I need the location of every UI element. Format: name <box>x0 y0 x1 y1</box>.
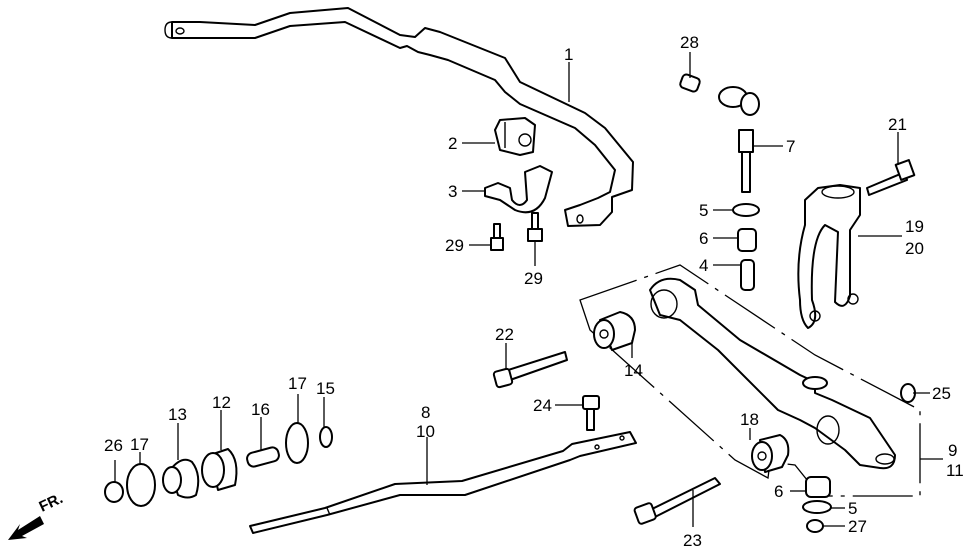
bushing-12[interactable] <box>201 448 238 491</box>
callout-3: 3 <box>448 182 457 201</box>
callout-1: 1 <box>564 45 573 64</box>
callout-13: 13 <box>168 405 187 424</box>
nut-25[interactable] <box>900 383 916 403</box>
collar-4[interactable] <box>740 259 755 291</box>
bushing-13[interactable] <box>162 458 200 499</box>
spacer-16[interactable] <box>246 446 281 468</box>
bushing-14[interactable] <box>593 311 636 351</box>
callout-29-right: 29 <box>524 269 543 288</box>
radius-rod[interactable] <box>249 431 637 534</box>
knuckle[interactable] <box>797 184 861 329</box>
callout-4: 4 <box>699 256 708 275</box>
nut-28[interactable] <box>679 73 701 93</box>
callout-29-left: 29 <box>445 236 464 255</box>
bushing-6-top[interactable] <box>737 228 757 252</box>
callout-15: 15 <box>316 379 335 398</box>
washer-5-bottom[interactable] <box>802 500 832 514</box>
stabilizer-bar[interactable] <box>164 7 634 227</box>
bolt-22[interactable] <box>492 351 568 389</box>
callout-27: 27 <box>848 517 867 536</box>
callout-5-bottom: 5 <box>848 499 857 518</box>
callout-17-front: 17 <box>130 435 149 454</box>
bolt-29-left[interactable] <box>490 223 504 251</box>
washer-5-top[interactable] <box>732 203 760 217</box>
lower-arm[interactable] <box>649 277 896 470</box>
callout-5-top: 5 <box>699 201 708 220</box>
callout-19: 19 <box>905 217 924 236</box>
callout-25: 25 <box>932 384 951 403</box>
bolt-21[interactable] <box>866 159 916 196</box>
washer-17-rear[interactable] <box>285 422 309 464</box>
callout-24: 24 <box>533 396 552 415</box>
callout-10: 10 <box>416 422 435 441</box>
callout-21: 21 <box>888 115 907 134</box>
callout-lines <box>114 52 943 527</box>
callout-11: 11 <box>946 461 964 480</box>
bolt-23[interactable] <box>633 477 721 525</box>
callout-6-top: 6 <box>699 229 708 248</box>
callout-16: 16 <box>251 400 270 419</box>
stabilizer-holder[interactable] <box>484 165 553 214</box>
callout-6-bottom: 6 <box>774 482 783 501</box>
callout-7: 7 <box>786 137 795 156</box>
callout-2: 2 <box>448 134 457 153</box>
nut-26[interactable] <box>104 481 124 503</box>
callout-14: 14 <box>624 361 643 380</box>
bolt-24[interactable] <box>582 395 600 431</box>
washer-15[interactable] <box>319 426 333 448</box>
callout-22: 22 <box>495 325 514 344</box>
callout-labels: 1 2 3 4 5 5 6 6 7 8 9 10 11 12 13 14 15 … <box>104 33 964 550</box>
callout-12: 12 <box>212 393 231 412</box>
callout-18: 18 <box>740 410 759 429</box>
bolt-29-right[interactable] <box>527 212 543 242</box>
stabilizer-link[interactable] <box>718 86 760 193</box>
callout-28: 28 <box>680 33 699 52</box>
front-direction-label: FR. <box>37 490 66 516</box>
bushing-18[interactable] <box>751 434 790 473</box>
bushing-6-bottom[interactable] <box>805 476 831 498</box>
nut-27[interactable] <box>806 519 824 533</box>
callout-9: 9 <box>948 441 957 460</box>
washer-17-front[interactable] <box>126 463 156 507</box>
callout-8: 8 <box>421 403 430 422</box>
callout-20: 20 <box>905 239 924 258</box>
front-direction-arrow-icon: FR. <box>8 490 66 540</box>
stabilizer-bushing[interactable] <box>494 117 536 156</box>
callout-26: 26 <box>104 436 123 455</box>
callout-17-rear: 17 <box>288 374 307 393</box>
callout-23: 23 <box>683 531 702 550</box>
